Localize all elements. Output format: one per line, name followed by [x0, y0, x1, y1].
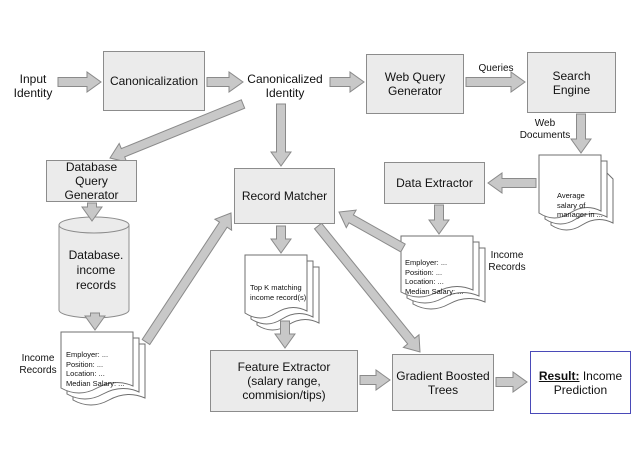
result-rest-label: Income Prediction — [553, 368, 623, 397]
search-engine-label: Search Engine — [552, 68, 591, 97]
arrow-record-matcher-to-topk — [270, 225, 292, 254]
queries-label: Queries — [478, 63, 514, 74]
arrow-canonicalized-to-record-matcher — [270, 103, 292, 167]
feature-extractor-label: Feature Extractor (salary range, commisi… — [237, 360, 331, 402]
arrow-webdocs-to-data-extractor — [487, 172, 537, 194]
arrow-records-to-record-matcher — [338, 209, 406, 253]
canonicalization-label: Canonicalization — [109, 74, 199, 88]
input-identity-label: Input Identity — [13, 72, 53, 100]
top-k-records-stack — [244, 254, 320, 331]
arrow-records-left-to-record-matcher — [141, 212, 233, 346]
data-extractor-label: Data Extractor — [396, 176, 473, 190]
arrow-record-matcher-to-gbt — [313, 222, 421, 353]
database-query-generator-box: Database Query Generator — [46, 160, 137, 202]
gradient-boosted-trees-label: Gradient Boosted Trees — [396, 368, 490, 397]
web-query-generator-label: Web Query Generator — [384, 70, 446, 98]
arrow-canonicalization-to-canonicalized — [206, 71, 244, 93]
arrow-gbt-to-result — [495, 371, 528, 393]
result-box: Result: Income Prediction — [530, 351, 631, 414]
top-k-text: Top K matching income record(s) — [250, 283, 307, 302]
income-records-left-text: Employer: ... Position: ... Location: ..… — [66, 350, 125, 388]
arrow-input-to-canonicalization — [57, 71, 102, 93]
arrow-topk-to-feature-extractor — [274, 320, 296, 349]
web-documents-label: Web Documents — [519, 118, 571, 141]
income-records-right-text: Employer: ... Position: ... Location: ..… — [405, 258, 464, 296]
database-query-generator-label: Database Query Generator — [64, 160, 119, 202]
record-matcher-label: Record Matcher — [241, 189, 328, 203]
gradient-boosted-trees-box: Gradient Boosted Trees — [392, 354, 494, 411]
web-documents-stack — [538, 154, 614, 231]
data-extractor-box: Data Extractor — [384, 162, 485, 204]
canonicalization-box: Canonicalization — [103, 51, 205, 111]
arrow-db-query-to-database — [81, 202, 103, 222]
arrow-feature-extractor-to-gbt — [359, 369, 391, 391]
income-records-right-label: Income Records — [488, 250, 526, 273]
feature-extractor-box: Feature Extractor (salary range, commisi… — [210, 350, 358, 412]
income-records-left-label: Income Records — [19, 353, 57, 376]
web-document-text: Average salary of manager in ... — [557, 191, 603, 219]
canonicalized-identity-label: Canonicalized Identity — [247, 72, 323, 100]
arrow-data-extractor-to-records — [428, 204, 450, 235]
record-matcher-box: Record Matcher — [234, 168, 335, 224]
arrow-web-query-to-search — [465, 71, 526, 93]
web-query-generator-box: Web Query Generator — [366, 54, 464, 114]
arrow-canonicalized-to-web-query — [329, 71, 365, 93]
result-bold-label: Result: — [538, 368, 580, 383]
search-engine-box: Search Engine — [527, 52, 616, 113]
income-records-right-stack — [400, 235, 486, 310]
database-income-records-label: Database. income records — [68, 248, 124, 292]
arrow-database-to-records — [84, 312, 106, 331]
income-records-left-stack — [60, 331, 146, 406]
arrow-search-to-webdocs — [570, 113, 592, 154]
